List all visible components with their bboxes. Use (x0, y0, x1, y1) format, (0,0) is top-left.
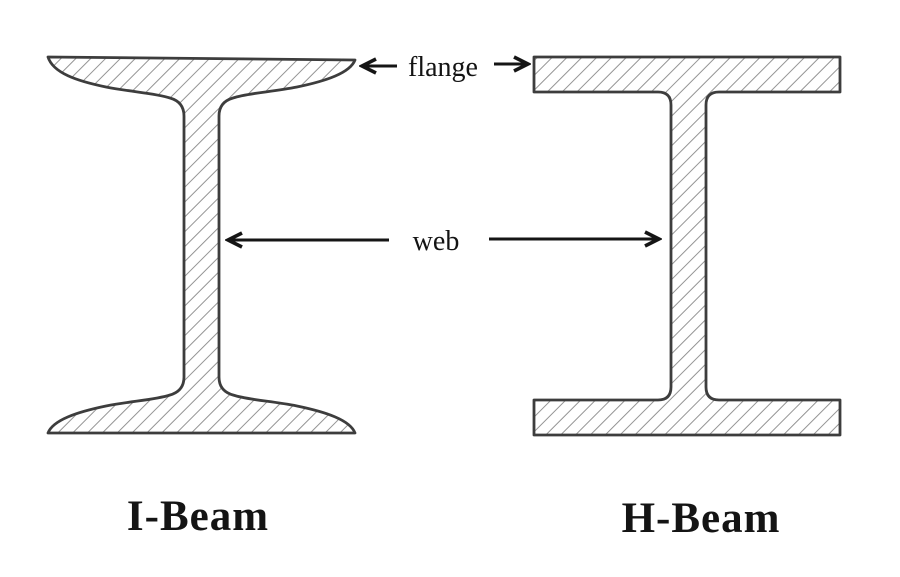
h-beam-caption: H-Beam (622, 495, 781, 542)
web-label: web (413, 226, 460, 257)
flange-label: flange (408, 52, 478, 83)
h-beam-shape (532, 55, 842, 437)
i-beam-shape (46, 55, 357, 435)
i-beam-caption: I-Beam (127, 493, 269, 540)
